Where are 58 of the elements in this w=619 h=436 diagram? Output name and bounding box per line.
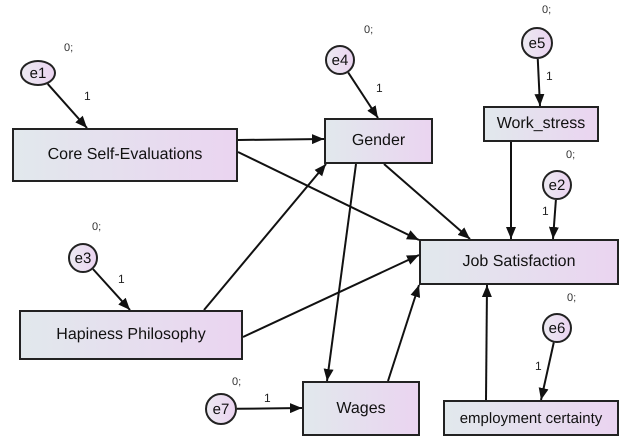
- variable-box: [19, 310, 243, 360]
- arrow: [538, 342, 555, 400]
- error-term-circle: [325, 45, 355, 75]
- arrow: [242, 254, 420, 338]
- arrow: [47, 83, 88, 129]
- variance-label: 0;: [232, 376, 242, 388]
- path-coefficient: 1: [534, 360, 543, 373]
- error-term-circle: [542, 313, 572, 343]
- variable-box: [302, 381, 420, 436]
- path-coefficient: 1: [117, 273, 126, 286]
- variable-name: e5: [528, 34, 546, 52]
- variable-box: [324, 118, 433, 164]
- path-coefficient: 1: [263, 392, 272, 405]
- variable-name: Work_stress: [496, 115, 586, 133]
- arrow: [324, 164, 357, 382]
- variable-box: [483, 106, 599, 142]
- arrow: [238, 151, 420, 241]
- arrow: [482, 284, 492, 400]
- arrow: [387, 284, 420, 382]
- path-coefficient: 1: [375, 82, 384, 95]
- error-term-circle: [20, 60, 56, 86]
- variable-box: [419, 239, 619, 285]
- variable-name: Wages: [336, 400, 386, 418]
- arrow: [92, 268, 131, 311]
- arrow: [534, 58, 544, 106]
- variable-name: employment certainty: [460, 410, 602, 426]
- path-coefficient: 1: [541, 205, 550, 218]
- variance-label: 0;: [542, 4, 552, 16]
- variance-label: 0;: [566, 149, 576, 161]
- variable-name: e3: [74, 250, 92, 266]
- path-coefficient: 1: [83, 90, 92, 103]
- variance-label: 0;: [364, 24, 374, 36]
- arrow: [238, 134, 324, 144]
- variance-label: 0;: [64, 42, 74, 54]
- variable-box: [12, 128, 238, 182]
- variable-name: e2: [548, 176, 566, 194]
- error-term-circle: [68, 243, 98, 273]
- error-term-circle: [542, 170, 572, 200]
- error-term-circle: [521, 27, 553, 59]
- variable-name: e6: [548, 320, 566, 336]
- variable-name: e1: [30, 64, 46, 82]
- arrow: [203, 163, 327, 311]
- variable-name: e4: [332, 52, 348, 68]
- variable-name: Hapiness Philosophy: [56, 326, 206, 344]
- arrow: [236, 403, 302, 414]
- arrow: [383, 163, 471, 240]
- error-term-circle: [205, 393, 237, 425]
- variable-box: [443, 400, 619, 436]
- variance-label: 0;: [567, 292, 576, 304]
- arrow: [548, 200, 559, 240]
- variance-label: 0;: [92, 221, 102, 233]
- variable-name: Job Satisfaction: [462, 253, 576, 271]
- variable-name: Core Self-Evaluations: [48, 146, 202, 164]
- arrow: [506, 142, 516, 239]
- variable-name: Gender: [352, 132, 406, 150]
- arrow: [347, 72, 379, 119]
- variable-name: e7: [212, 400, 230, 418]
- path-coefficient: 1: [545, 70, 554, 83]
